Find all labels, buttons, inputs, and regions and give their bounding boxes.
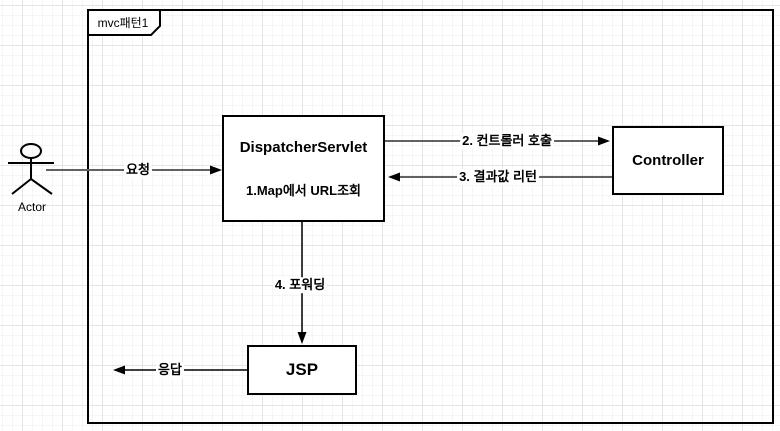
frame-border[interactable] [87,9,774,424]
frame-title-tab[interactable] [87,9,161,36]
actor-icon[interactable] [8,143,54,195]
arrowhead-right-icon [598,136,610,146]
edge-label-response[interactable]: 응답 [156,362,184,378]
frame-title: mvc패턴1 [97,16,149,30]
edge-response[interactable] [113,365,247,375]
edge-label-request[interactable]: 요청 [124,162,152,178]
actor-label: Actor [17,200,46,214]
node-dispatcher-servlet[interactable]: DispatcherServlet 1.Map에서 URL조회 [222,115,385,222]
node-jsp[interactable]: JSP [247,345,357,395]
dispatcher-title: DispatcherServlet [239,138,368,156]
edge-label-forward[interactable]: 4. 포워딩 [272,277,328,293]
edge-label-return[interactable]: 3. 결과값 리턴 [457,169,539,185]
edge-label-call[interactable]: 2. 컨트롤러 호출 [460,133,554,149]
arrowhead-left-icon [113,365,125,375]
dispatcher-subtitle: 1.Map에서 URL조회 [245,182,361,198]
arrowhead-left-icon [388,172,400,182]
arrowhead-down-icon [297,332,307,344]
controller-label: Controller [632,152,704,169]
arrowhead-right-icon [210,165,222,175]
jsp-label: JSP [285,360,319,379]
node-controller[interactable]: Controller [612,126,724,195]
